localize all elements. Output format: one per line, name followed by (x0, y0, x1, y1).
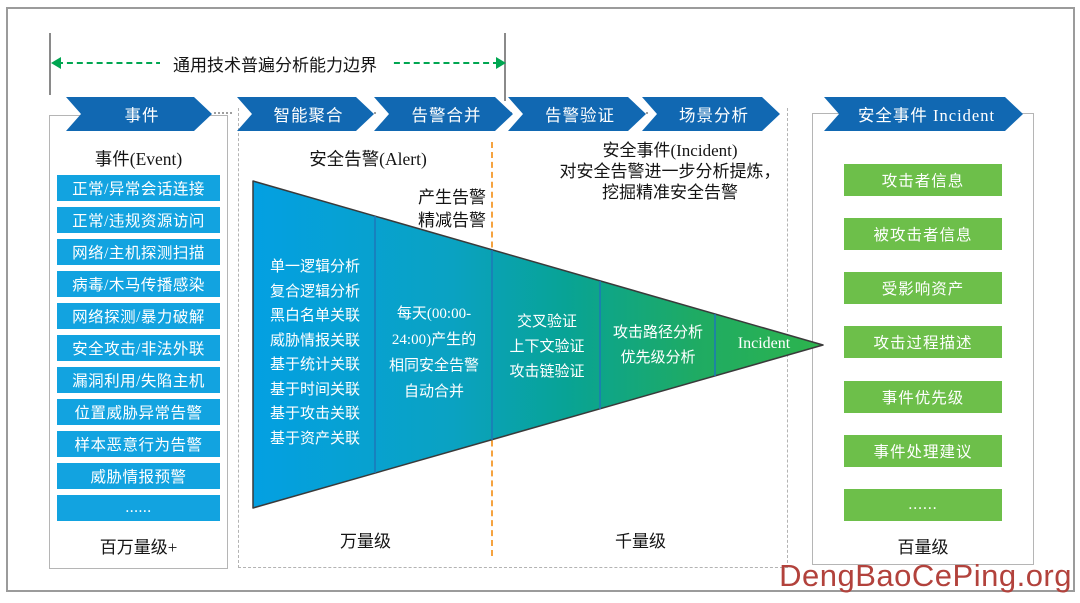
event-item: 病毒/木马传播感染 (57, 271, 220, 297)
produce-alert-note: 产生告警 精减告警 (418, 188, 486, 230)
funnel-tip-label: Incident (737, 335, 791, 352)
event-item: ...... (57, 495, 220, 521)
scale-final: 百量级 (897, 538, 949, 557)
incident-item: 受影响资产 (844, 272, 1002, 304)
incident-item: ...... (844, 489, 1002, 521)
boundary-label: 通用技术普遍分析能力边界 (160, 51, 390, 76)
event-item: 位置威胁异常告警 (57, 399, 220, 425)
flow-arrow-aggregate-label: 智能聚合 (273, 106, 344, 125)
incident-section-title: 安全事件(Incident) 对安全告警进一步分析提炼， 挖掘精准安全告警 (559, 141, 781, 202)
funnel-seg-correlation: 单一逻辑分析 复合逻辑分析 黑白名单关联 威胁情报关联 基于统计关联 基于时间关… (269, 259, 360, 447)
flow-arrow-scenario: 场景分析 (642, 97, 780, 131)
scale-events: 百万量级+ (99, 538, 178, 557)
flow-arrow-event-label: 事件 (124, 106, 160, 125)
event-item: 安全攻击/非法外联 (57, 335, 220, 361)
event-item: 网络探测/暴力破解 (57, 303, 220, 329)
funnel-shape (252, 180, 824, 509)
incident-item: 事件处理建议 (844, 435, 1002, 467)
funnel-seg-verification: 交叉验证 上下文验证 攻击链验证 (509, 314, 585, 380)
flow-arrow-verify: 告警验证 (508, 97, 646, 131)
incident-item: 事件优先级 (844, 381, 1002, 413)
watermark: DengBaoCePing.org (779, 558, 1072, 593)
funnel-seg-analysis: 攻击路径分析 优先级分析 (612, 325, 703, 366)
incident-item: 被攻击者信息 (844, 218, 1002, 250)
incident-item: 攻击过程描述 (844, 326, 1002, 358)
funnel-seg-merge: 每天(00:00- 24:00)产生的 相同安全告警 自动合并 (388, 306, 479, 400)
alert-section-title: 安全告警(Alert) (309, 149, 427, 169)
boundary-arrowhead-right-icon (496, 57, 506, 69)
event-item: 威胁情报预警 (57, 463, 220, 489)
flow-arrow-verify-label: 告警验证 (545, 106, 615, 125)
figure-border (6, 7, 1075, 592)
incident-item: 攻击者信息 (844, 164, 1002, 196)
flow-arrow-merge: 告警合并 (374, 97, 513, 131)
flow-arrow-incident: 安全事件 Incident (824, 97, 1023, 131)
flow-arrow-event: 事件 (66, 97, 212, 131)
event-item: 网络/主机探测扫描 (57, 239, 220, 265)
flow-arrow-incident-label: 安全事件 Incident (857, 106, 996, 125)
flow-arrow-aggregate: 智能聚合 (237, 97, 374, 131)
bracket-bar-left (49, 33, 51, 95)
flow-arrow-scenario-label: 场景分析 (679, 106, 749, 125)
event-item: 漏洞利用/失陷主机 (57, 367, 220, 393)
scale-incidents: 千量级 (615, 532, 666, 551)
scale-alerts: 万量级 (340, 532, 391, 551)
flow-connector-dash (214, 112, 232, 114)
event-panel-title: 事件(Event) (94, 149, 183, 169)
boundary-arrowhead-left-icon (51, 57, 61, 69)
flow-arrow-merge-label: 告警合并 (411, 106, 482, 125)
event-item: 样本恶意行为告警 (57, 431, 220, 457)
event-item: 正常/异常会话连接 (57, 175, 220, 201)
event-item: 正常/违规资源访问 (57, 207, 220, 233)
